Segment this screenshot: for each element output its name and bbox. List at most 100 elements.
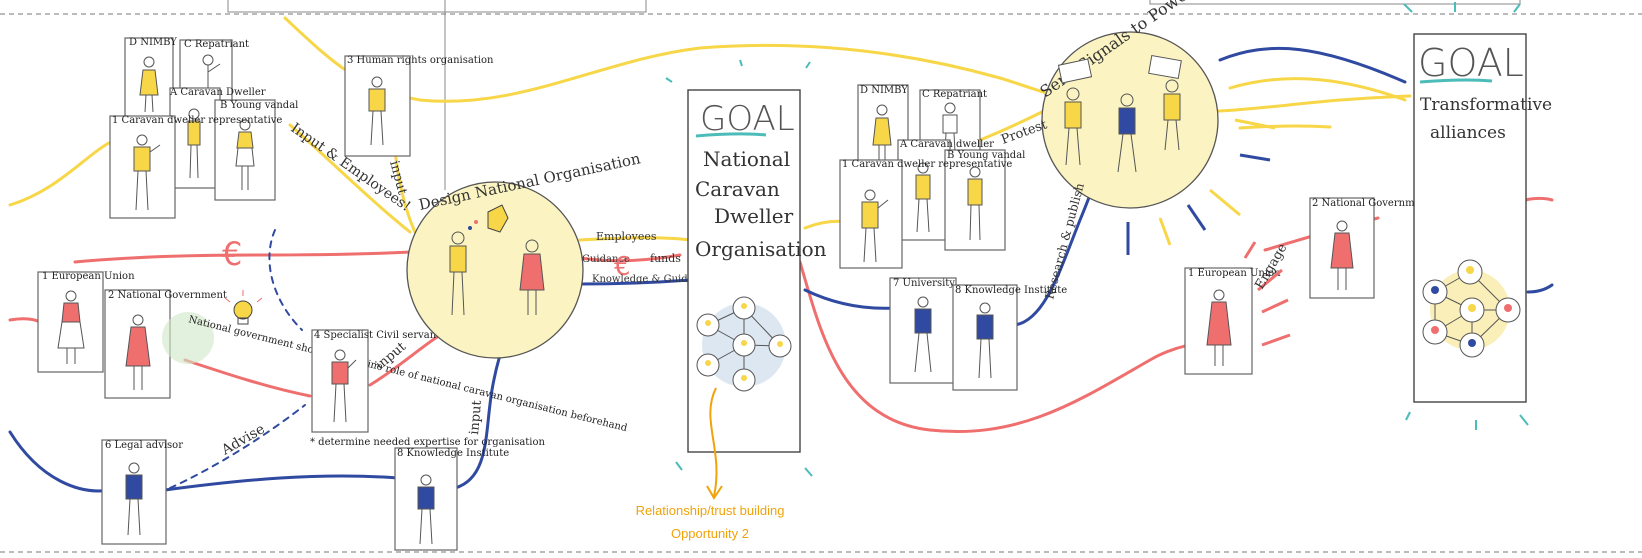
label-d-nimby-mid: D NIMBY [860,85,908,96]
red-flow-far-right [1523,197,1554,202]
yellow-flow-mid [578,236,692,242]
orange-arrowhead [706,485,723,500]
card-b-young-vandal [214,99,276,201]
signal-spark-6 [1234,118,1276,130]
goal1-underline [695,132,767,138]
note-determine-expertise: * determine needed expertise for organis… [310,437,546,448]
goal1-spark-5 [804,467,813,477]
netherlands-map-icon [487,204,509,233]
annotation-research-publish: Research & publish [1042,181,1087,301]
goal1-spark-4 [675,461,683,471]
network-icon [696,296,792,392]
goal2-spark-1 [1403,3,1413,13]
caption-opportunity: Opportunity 2 [671,526,749,541]
figure-caravan-dweller-mid [915,162,931,233]
yellow-flow-employees [288,123,412,234]
blue-flow-far-right [1526,283,1554,294]
figure-european-union-left [57,290,85,364]
goal2-spark-3 [1513,3,1521,13]
goal1-box [687,89,801,453]
label-c-repatriant: C Repatriant [184,39,249,50]
annotation-advise: Advise [218,421,268,459]
red-flow-euro-mid [578,253,682,263]
label-8-knowledge-institute-left: 8 Knowledge Institute [397,448,509,459]
card-6-legal-advisor [101,439,167,545]
signal-spark-4 [1158,217,1172,246]
figure-representative-mid [861,189,889,263]
label-b-young-vandal-mid: B Young vandal [947,150,1025,161]
goal1-line-3: Dweller [714,204,794,228]
signal-spark-2 [1209,188,1241,217]
goal1-line-4: Organisation [695,237,827,261]
yellow-flow-input [393,148,417,234]
blue-flow-input [453,353,502,490]
annotation-input-3: input [467,399,485,435]
label-1-representative: 1 Caravan dweller representative [112,115,282,126]
goal1-line-2: Caravan [695,177,780,201]
goal1-spark-3 [805,61,811,69]
figure-nimby-mid [872,104,892,162]
blue-dashed-advise [169,404,306,489]
figure-university [914,296,932,373]
goal-transformative-alliances: GOAL Transformative alliances [1403,2,1552,430]
figure-knowledge-institute-mid [976,302,994,379]
goal2-line-2: alliances [1430,123,1506,143]
top-frame-right [1149,0,1521,5]
goal1-spark-2 [739,59,743,67]
figure-legal-advisor [125,462,143,536]
goal2-underline [1419,78,1493,84]
blue-flow-research [1013,193,1092,327]
figure-young-vandal [235,119,255,190]
blue-flow-mid [803,288,897,310]
label-a-caravan-dweller-mid: A Caravan dweller [899,139,994,150]
label-a-caravan-dweller: A Caravan Dweller [169,87,266,98]
label-c-repatriant-mid: C Repatriant [922,89,987,100]
figure-european-union-right [1206,289,1232,366]
label-3-human-rights: 3 Human rights organisation [347,55,494,66]
figure-nimby [139,56,159,113]
label-1-representative-mid: 1 Caravan dweller representative [842,159,1012,170]
mid-stakeholder-group: D NIMBY C Repatriant A Caravan dweller B… [839,84,1067,391]
caption-relationship: Relationship/trust building [636,503,785,518]
goal1-line-1: National [703,147,790,171]
figure-young-vandal-mid [967,166,983,241]
annotation-employees: Employees [596,230,657,243]
label-6-legal-advisor: 6 Legal advisor [105,440,183,451]
confetti-1 [474,220,478,224]
goal1-title: GOAL [700,99,795,139]
yellow-flow-right [1238,124,1332,130]
confetti-2 [468,226,472,230]
figure-representative [133,134,161,211]
blue-dashed-upper [268,229,303,331]
red-flow-input [368,333,442,387]
figure-yellow-person [449,231,467,316]
right-stakeholder-group: 1 European Union Engage 2 National Gover… [1184,197,1431,375]
goal2-spark-4 [1405,411,1411,421]
red-flow-lower [183,358,312,398]
red-flow-top [73,250,414,264]
label-8-knowledge-institute-mid: 8 Knowledge Institute [955,285,1067,296]
figure-national-government-left [125,314,151,390]
goal2-title: GOAL [1418,41,1524,85]
goal-national-organisation: GOAL National Caravan Dweller Organisati… [636,59,827,541]
euro-symbol-left: € [222,235,242,273]
green-highlight [162,312,214,364]
figure-specialist [331,349,357,423]
figure-red-person [519,239,545,315]
blue-flow-knowledge [578,278,692,286]
blue-flow-top-right [1218,46,1407,84]
figure-national-government-right [1330,220,1354,290]
annotation-guidance: Guidance [582,254,630,265]
blue-flow-bottom [8,430,112,493]
goal1-spark-1 [665,77,673,83]
red-flow-far-left [8,317,42,324]
yellow-flow-left [8,138,117,207]
label-b-young-vandal: B Young vandal [220,100,298,111]
label-1-european-union: 1 European Union [42,271,135,282]
label-d-nimby: D NIMBY [129,37,177,48]
label-7-university: 7 University [893,278,955,289]
lightbulb-icon [224,290,263,325]
label-4-specialist: 4 Specialist Civil servant [314,330,440,341]
signal-spark-1 [1239,153,1271,162]
